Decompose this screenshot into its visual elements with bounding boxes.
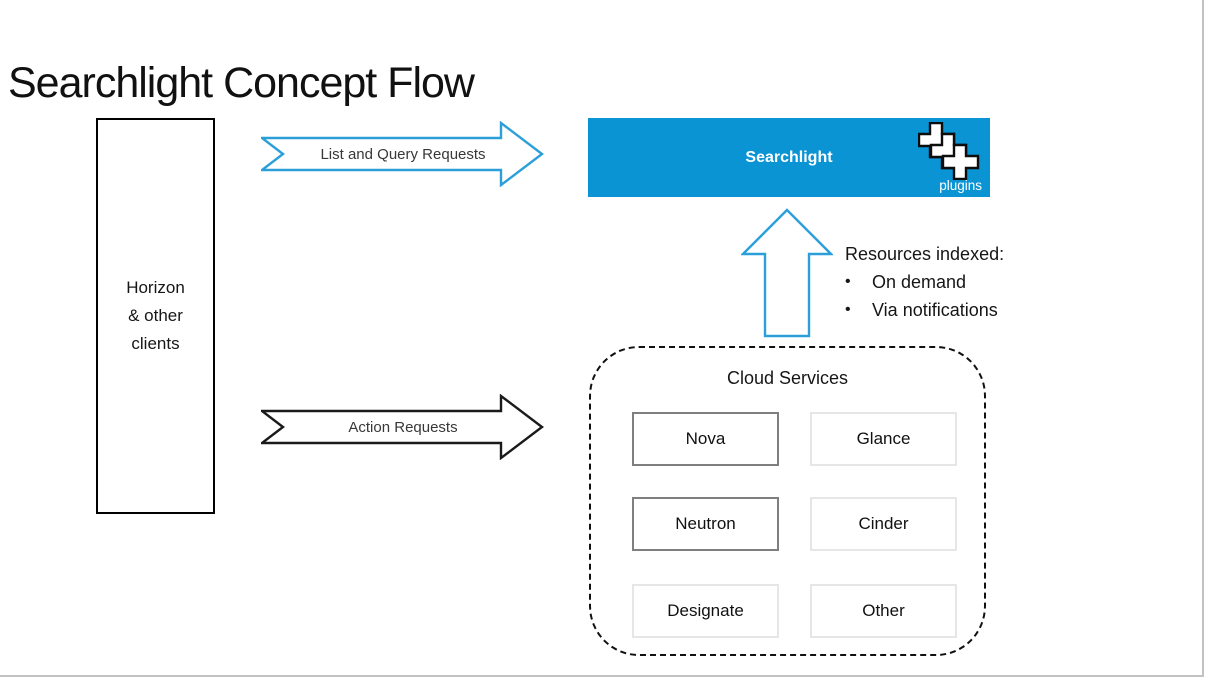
resources-bullet-item: • On demand — [845, 268, 1004, 296]
action-arrow: Action Requests — [261, 394, 545, 460]
cloud-services-title: Cloud Services — [726, 368, 849, 388]
index-up-arrow — [741, 208, 833, 338]
right-arrow-icon — [261, 394, 544, 460]
list-query-arrow: List and Query Requests — [261, 121, 545, 187]
cloud-services-box: Cloud Services Nova Glance Neutron Cinde… — [589, 346, 986, 656]
clients-box: Horizon & other clients — [96, 118, 215, 514]
action-arrow-label: Action Requests — [348, 418, 458, 436]
clients-box-line: Horizon — [126, 278, 185, 297]
slide-edge-bottom — [0, 675, 1204, 677]
right-arrow-icon — [261, 121, 544, 187]
resources-note: Resources indexed: • On demand • Via not… — [845, 240, 1004, 324]
bullet-icon: • — [845, 273, 851, 290]
clients-box-line: & other — [128, 306, 183, 325]
page-title: Searchlight Concept Flow — [8, 59, 475, 107]
clients-box-line: clients — [131, 334, 180, 353]
service-box-cinder: Cinder — [810, 497, 957, 551]
resources-bullet-item: • Via notifications — [845, 296, 1004, 324]
service-box-glance: Glance — [810, 412, 957, 466]
bullet-icon: • — [845, 301, 851, 318]
resources-bullet-text: Via notifications — [872, 300, 998, 320]
searchlight-label: Searchlight — [745, 148, 833, 166]
plugins-label: plugins — [939, 178, 982, 193]
up-arrow-icon — [741, 208, 833, 338]
plugins-stack-icon — [918, 122, 980, 180]
slide-edge-right — [1202, 0, 1204, 677]
service-box-neutron: Neutron — [632, 497, 779, 551]
list-query-arrow-label: List and Query Requests — [320, 145, 486, 163]
service-box-other: Other — [810, 584, 957, 638]
resources-note-heading: Resources indexed: — [845, 244, 1005, 264]
searchlight-box: Searchlight plugins — [588, 118, 990, 197]
resources-bullet-text: On demand — [872, 272, 967, 292]
service-box-nova: Nova — [632, 412, 779, 466]
service-box-designate: Designate — [632, 584, 779, 638]
